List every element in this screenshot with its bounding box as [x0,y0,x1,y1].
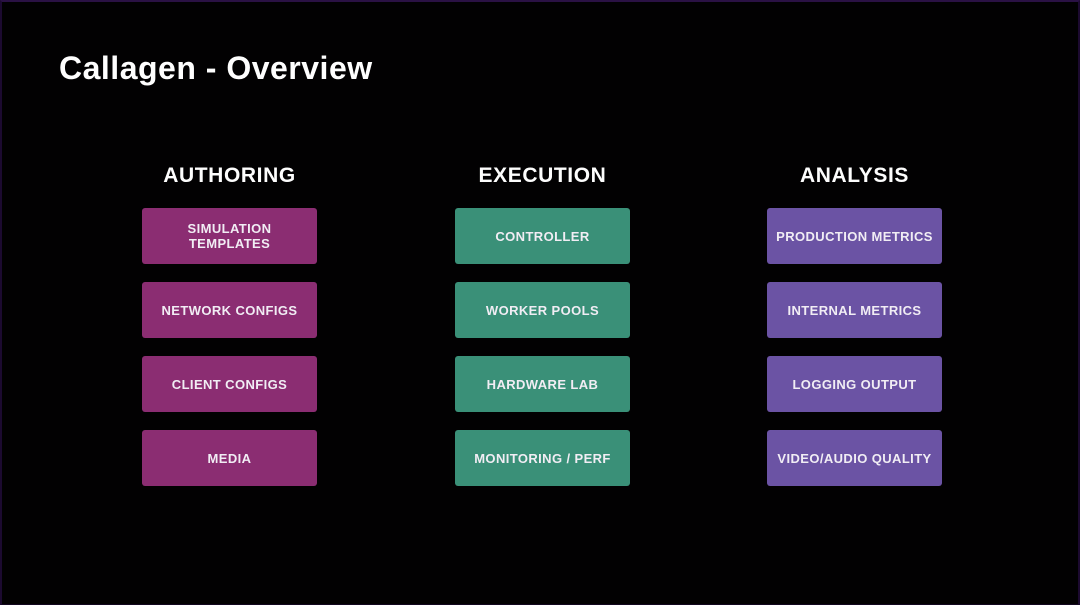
slide-title: Callagen - Overview [59,50,373,86]
box-production-metrics: PRODUCTION METRICS [767,208,942,264]
box-media: MEDIA [142,430,317,486]
column-header-authoring: AUTHORING [163,164,296,187]
column-execution: EXECUTION CONTROLLER WORKER POOLS HARDWA… [455,162,630,504]
box-monitoring-perf: MONITORING / PERF [455,430,630,486]
box-controller: CONTROLLER [455,208,630,264]
box-network-configs: NETWORK CONFIGS [142,282,317,338]
box-internal-metrics: INTERNAL METRICS [767,282,942,338]
column-header-analysis: ANALYSIS [799,164,910,187]
box-video-audio-quality: VIDEO/AUDIO QUALITY [767,430,942,486]
box-worker-pools: WORKER POOLS [455,282,630,338]
column-header-execution: EXECUTION [478,164,607,187]
box-simulation-templates: SIMULATION TEMPLATES [142,208,317,264]
column-analysis: ANALYSIS PRODUCTION METRICS INTERNAL MET… [767,162,942,504]
box-client-configs: CLIENT CONFIGS [142,356,317,412]
column-authoring: AUTHORING SIMULATION TEMPLATES NETWORK C… [142,162,317,504]
box-logging-output: LOGGING OUTPUT [767,356,942,412]
box-hardware-lab: HARDWARE LAB [455,356,630,412]
